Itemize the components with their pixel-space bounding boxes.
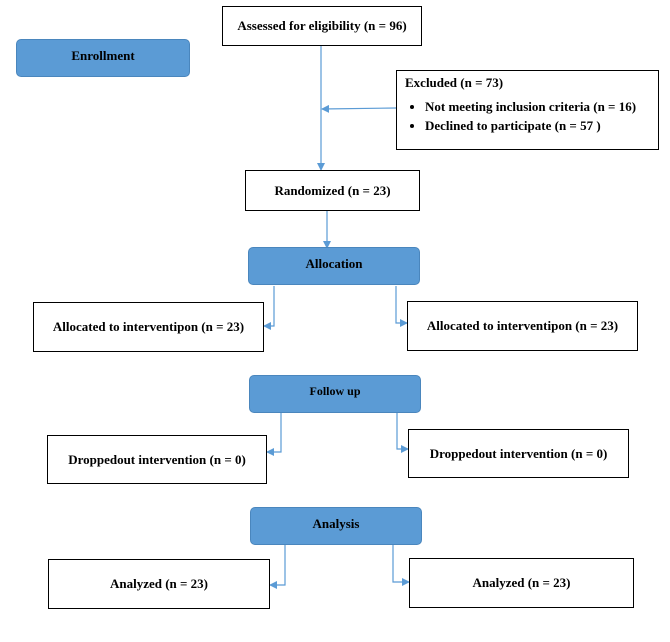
allocated-right-label: Allocated to interventipon (n = 23): [426, 318, 619, 333]
analyzed-right-box: Analyzed (n = 23): [409, 558, 634, 608]
arrow-analysis-to-analyzed-left: [269, 545, 286, 589]
arrow-excluded-to-flow: [321, 104, 397, 113]
arrow-analysis-to-analyzed-right: [392, 545, 410, 586]
allocated-left-label: Allocated to interventipon (n = 23): [52, 319, 245, 334]
allocated-left-box: Allocated to interventipon (n = 23): [33, 302, 264, 352]
excluded-item-not-meeting: Not meeting inclusion criteria (n = 16): [425, 99, 650, 115]
stage-enrollment-label: Enrollment: [71, 48, 135, 63]
stage-allocation: Allocation: [248, 247, 420, 285]
randomized-label: Randomized (n = 23): [274, 182, 391, 198]
excluded-list: Not meeting inclusion criteria (n = 16) …: [405, 99, 650, 134]
arrow-allocation-to-allocated-left: [263, 286, 275, 330]
excluded-box: Excluded (n = 73) Not meeting inclusion …: [396, 70, 659, 150]
arrow-allocation-to-allocated-right: [395, 286, 408, 327]
stage-analysis: Analysis: [250, 507, 422, 545]
analyzed-right-label: Analyzed (n = 23): [472, 575, 571, 590]
analyzed-left-label: Analyzed (n = 23): [109, 576, 209, 591]
stage-follow-up-label: Follow up: [309, 384, 361, 398]
stage-analysis-label: Analysis: [312, 516, 360, 531]
excluded-title: Excluded (n = 73): [405, 75, 504, 90]
dropped-right-label: Droppedout intervention (n = 0): [429, 445, 608, 461]
stage-allocation-label: Allocation: [305, 256, 363, 271]
stage-enrollment: Enrollment: [16, 39, 190, 77]
arrow-followup-to-dropped-right: [396, 413, 409, 453]
analyzed-left-box: Analyzed (n = 23): [48, 559, 270, 609]
dropped-right-box: Droppedout intervention (n = 0): [408, 429, 629, 478]
excluded-item-declined: Declined to participate (n = 57 ): [425, 118, 650, 134]
stage-follow-up: Follow up: [249, 375, 421, 413]
randomized-box: Randomized (n = 23): [245, 170, 420, 211]
dropped-left-label: Droppedout intervention (n = 0): [68, 451, 246, 467]
dropped-left-box: Droppedout intervention (n = 0): [47, 435, 267, 484]
allocated-right-box: Allocated to interventipon (n = 23): [407, 301, 638, 351]
assessed-box: Assessed for eligibility (n = 96): [222, 6, 422, 46]
arrow-followup-to-dropped-left: [266, 413, 282, 456]
assessed-label: Assessed for eligibility (n = 96): [237, 18, 407, 33]
